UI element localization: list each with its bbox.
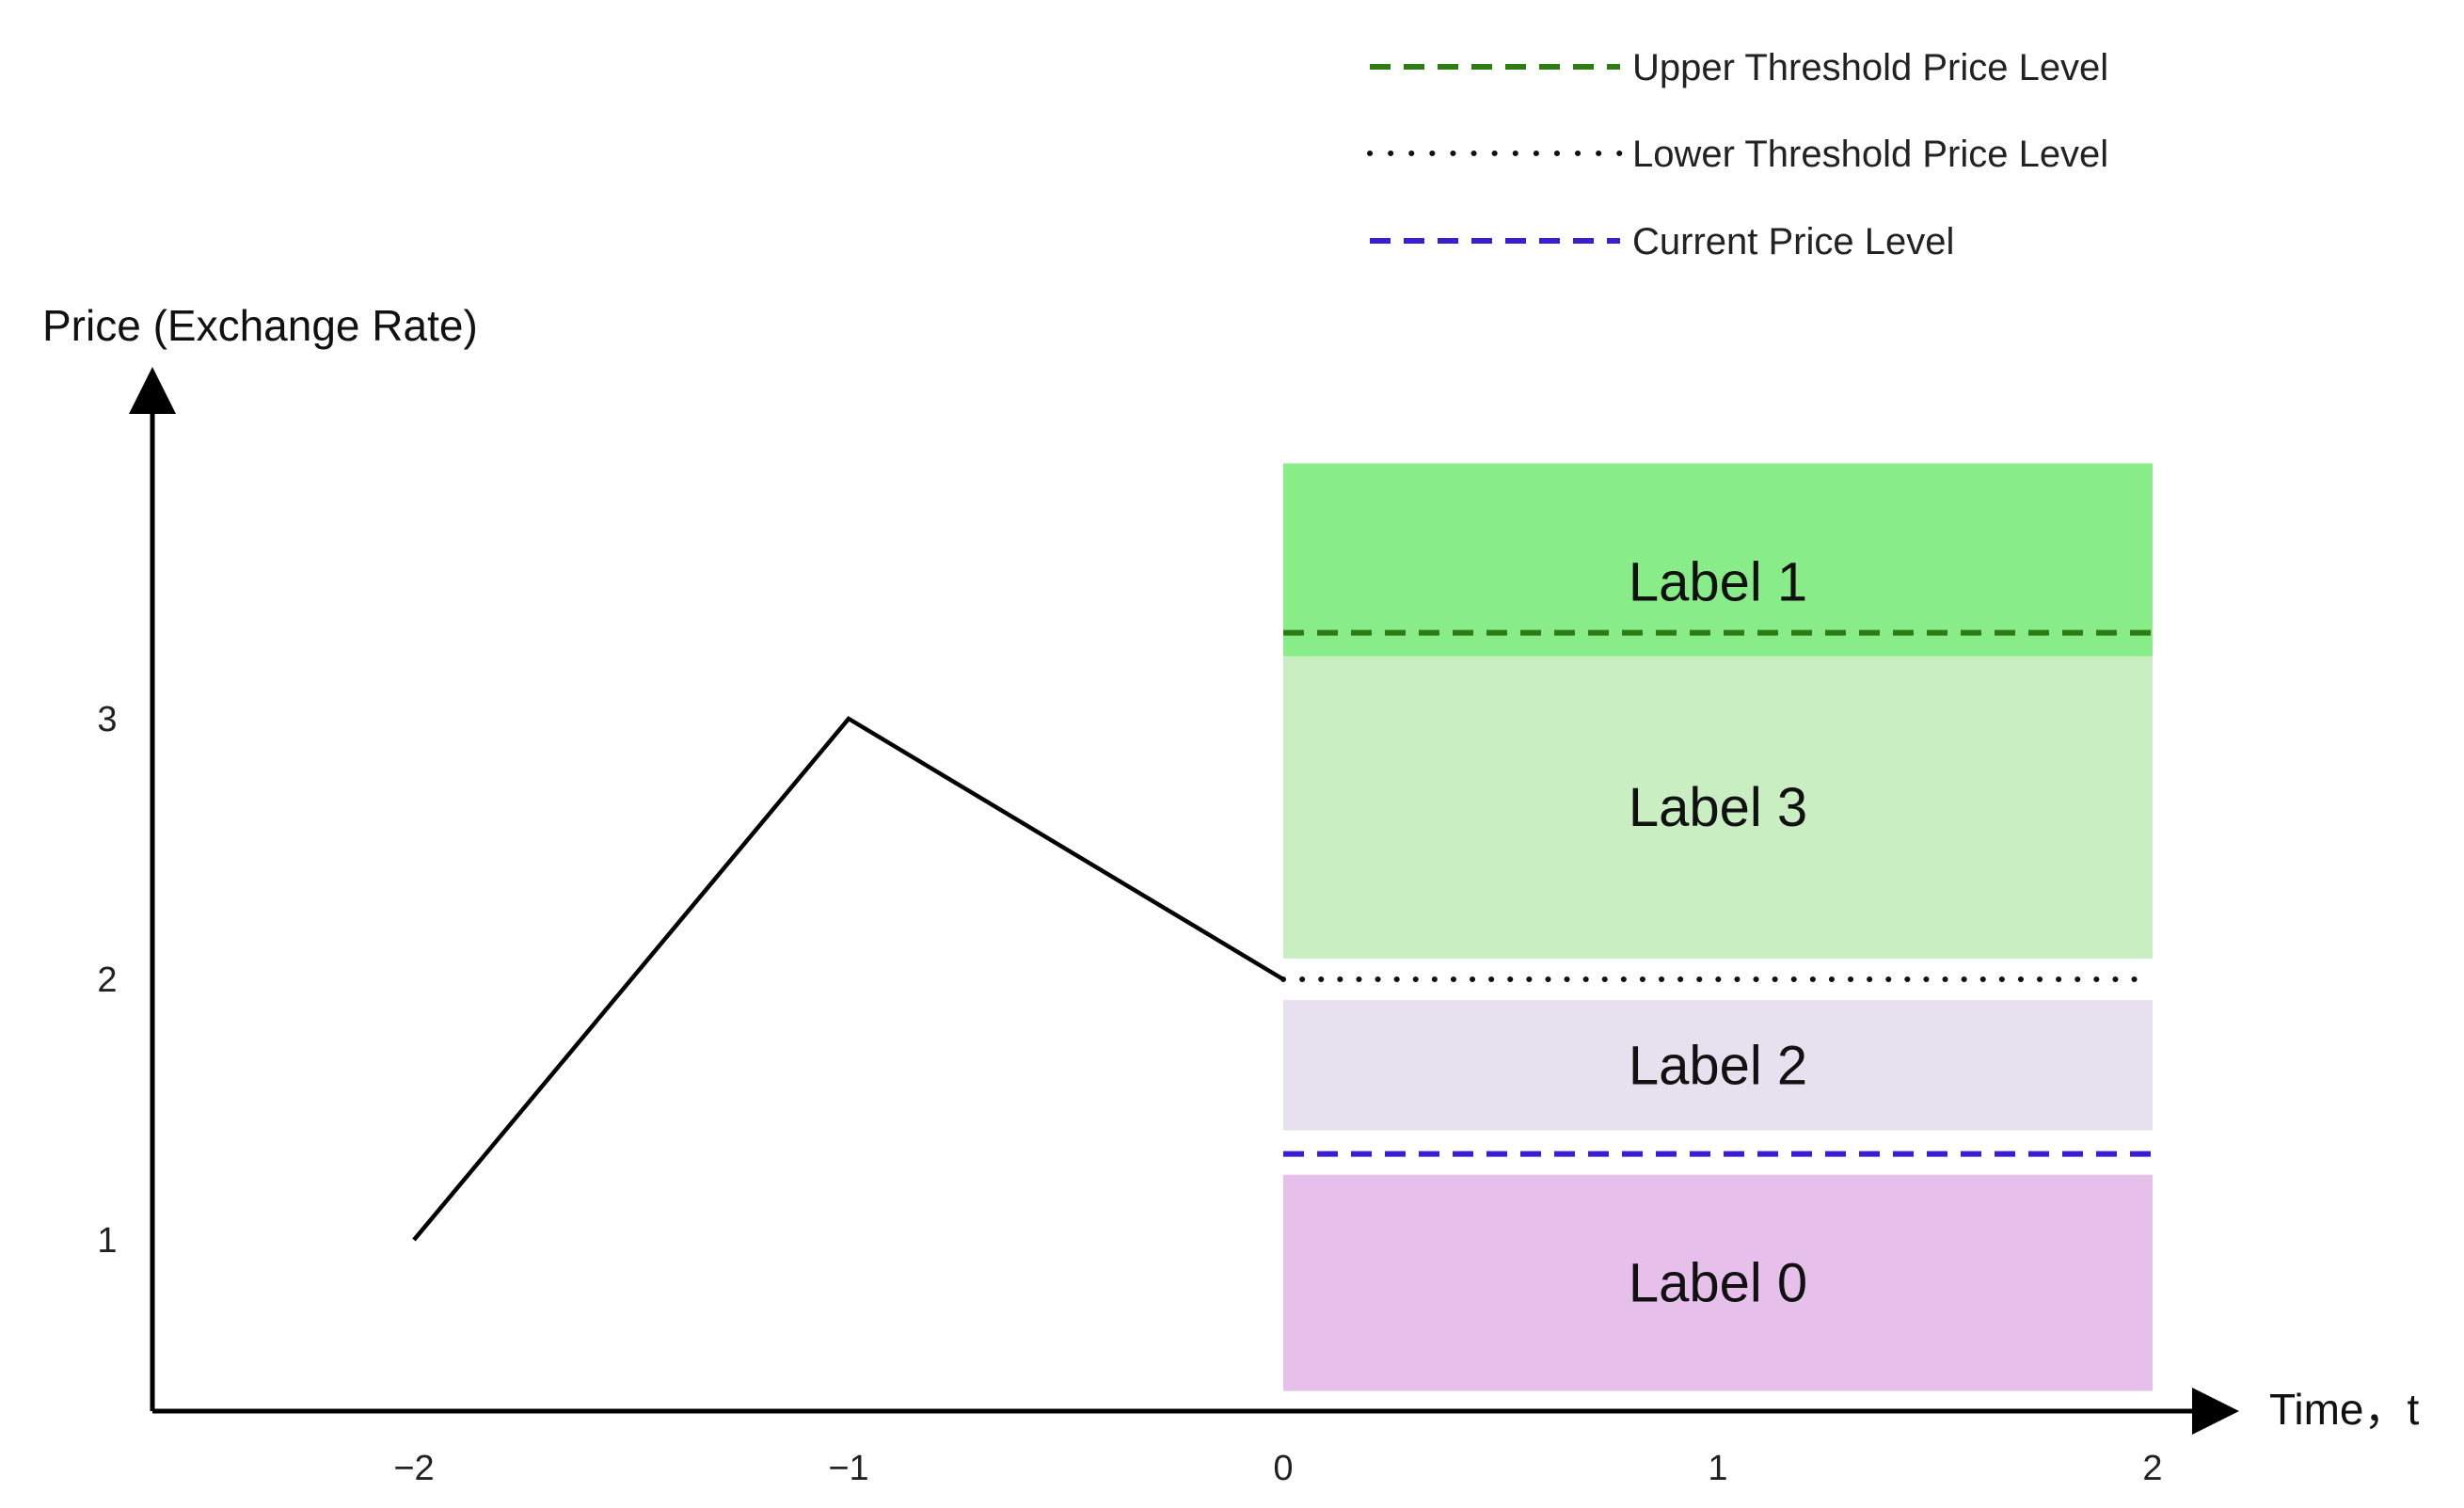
- band-label-label-2: Label 2: [1629, 1035, 1807, 1096]
- band-label-2: [1283, 1000, 2153, 1131]
- band-label-3: [1283, 656, 2153, 959]
- x-tick-label: 0: [1273, 1449, 1293, 1488]
- reference-lines-layer: [1280, 629, 2155, 1157]
- series-layer: [412, 716, 1285, 1242]
- x-tick-label: −1: [828, 1449, 868, 1488]
- band-label-label-1: Label 1: [1629, 552, 1807, 613]
- legend-label-upper-threshold-price-level: Upper Threshold Price Level: [1632, 47, 2108, 88]
- x-tick-label: −2: [393, 1449, 434, 1488]
- band-label-label-0: Label 0: [1629, 1253, 1807, 1314]
- y-axis-title: Price (Exchange Rate): [42, 301, 478, 350]
- bands-layer: Label 1 Label 3 Label 2 Label 0: [1283, 463, 2153, 1391]
- band-label-0: [1283, 1174, 2153, 1391]
- legend-label-current-price-level: Current Price Level: [1632, 221, 1954, 262]
- legend-label-lower-threshold-price-level: Lower Threshold Price Level: [1632, 134, 2108, 175]
- x-tick-label: 1: [1708, 1449, 1727, 1488]
- x-tick-label: 2: [2142, 1449, 2162, 1488]
- series-line-0: [412, 716, 1285, 1242]
- x-axis-title: Time，t: [2269, 1385, 2420, 1434]
- axes-layer: Price (Exchange Rate) Time，t: [42, 301, 2420, 1435]
- y-tick-label: 1: [97, 1221, 117, 1261]
- y-tick-label: 3: [97, 700, 117, 739]
- y-tick-label: 2: [97, 960, 117, 1000]
- ticks-layer: −2 −1 0 1 2 1 2 3: [97, 700, 2162, 1488]
- band-label-label-3: Label 3: [1629, 777, 1807, 838]
